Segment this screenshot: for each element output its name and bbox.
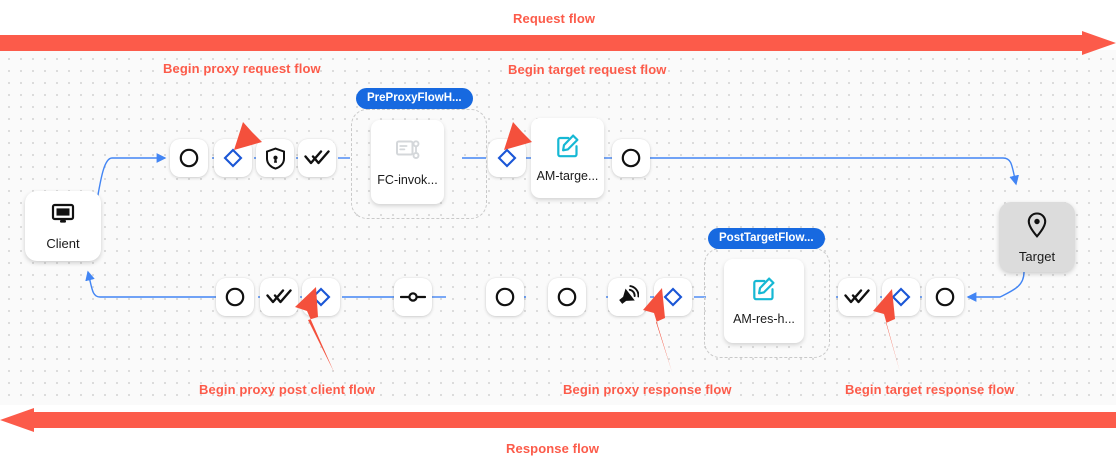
flow-callout-icon: [395, 137, 421, 168]
monitor-icon: [50, 203, 76, 230]
location-pin-icon: [1027, 211, 1047, 243]
circle-ring-icon: [494, 286, 516, 308]
diamond-icon: [496, 147, 518, 169]
response-node-rs-11[interactable]: [926, 278, 964, 316]
response-node-rs-9[interactable]: [838, 278, 876, 316]
diamond-icon: [222, 147, 244, 169]
request-node-rq-1[interactable]: [170, 139, 208, 177]
group-pre-proxy-flow-hook[interactable]: [351, 109, 487, 219]
policy-card-am-target-label: AM-targe...: [536, 169, 599, 184]
policy-card-fc-invoke[interactable]: FC-invok...: [371, 120, 450, 210]
circle-ring-icon: [224, 286, 246, 308]
node-point-icon: [400, 289, 426, 305]
request-node-rq-4[interactable]: [298, 139, 336, 177]
response-node-rs-5[interactable]: [486, 278, 524, 316]
annotation-begin-target-response-flow: Begin target response flow: [845, 382, 1015, 397]
response-flow-banner-label: Response flow: [506, 441, 600, 456]
response-node-rs-10[interactable]: [882, 278, 920, 316]
shield-lock-icon: [265, 147, 286, 170]
response-flow-banner: [0, 408, 1116, 432]
diamond-icon: [662, 286, 684, 308]
diamond-icon: [310, 286, 332, 308]
request-flow-banner: [0, 31, 1116, 55]
circle-ring-icon: [178, 147, 200, 169]
double-check-icon: [844, 288, 870, 306]
double-check-icon: [304, 149, 330, 167]
response-node-rs-3[interactable]: [302, 278, 340, 316]
endpoint-client[interactable]: Client: [25, 191, 101, 261]
endpoint-target[interactable]: Target: [999, 202, 1075, 272]
diamond-icon: [890, 286, 912, 308]
response-node-rs-6[interactable]: [548, 278, 586, 316]
edge-layer: [85, 153, 1025, 302]
response-node-rs-1[interactable]: [216, 278, 254, 316]
circle-ring-icon: [556, 286, 578, 308]
request-node-rq-3[interactable]: [256, 139, 294, 177]
annotation-begin-proxy-post-client-flow: Begin proxy post client flow: [199, 382, 376, 397]
response-node-rs-4[interactable]: [394, 278, 432, 316]
request-node-rq-6[interactable]: [612, 139, 650, 177]
double-check-icon: [266, 288, 292, 306]
broadcast-icon: [615, 285, 639, 309]
policy-card-fc-invoke-label: FC-invok...: [377, 173, 438, 188]
endpoint-target-label: Target: [1018, 248, 1056, 264]
response-node-rs-7[interactable]: [608, 278, 646, 316]
policy-card-am-res-h[interactable]: AM-res-h...: [724, 259, 810, 349]
circle-ring-icon: [620, 147, 642, 169]
circle-ring-icon: [934, 286, 956, 308]
policy-card-am-target[interactable]: AM-targe...: [531, 118, 604, 198]
endpoint-client-label: Client: [46, 235, 80, 251]
request-node-rq-5[interactable]: [488, 139, 526, 177]
response-node-rs-8[interactable]: [654, 278, 692, 316]
edit-square-icon: [555, 133, 581, 164]
annotation-begin-target-request-flow: Begin target request flow: [508, 62, 667, 77]
request-node-rq-2[interactable]: [214, 139, 252, 177]
request-flow-banner-label: Request flow: [513, 11, 596, 26]
annotation-begin-proxy-response-flow: Begin proxy response flow: [563, 382, 732, 397]
policy-card-am-res-h-label: AM-res-h...: [733, 312, 795, 327]
response-node-rs-2[interactable]: [260, 278, 298, 316]
annotation-begin-proxy-request-flow: Begin proxy request flow: [163, 61, 321, 76]
group-chip-pre-proxy-flow-hook[interactable]: PreProxyFlowH...: [356, 88, 473, 110]
diagram-canvas[interactable]: Client Target: [0, 50, 1116, 405]
edit-square-icon: [751, 276, 777, 307]
group-chip-post-target-flow-hook[interactable]: PostTargetFlow...: [708, 228, 825, 250]
